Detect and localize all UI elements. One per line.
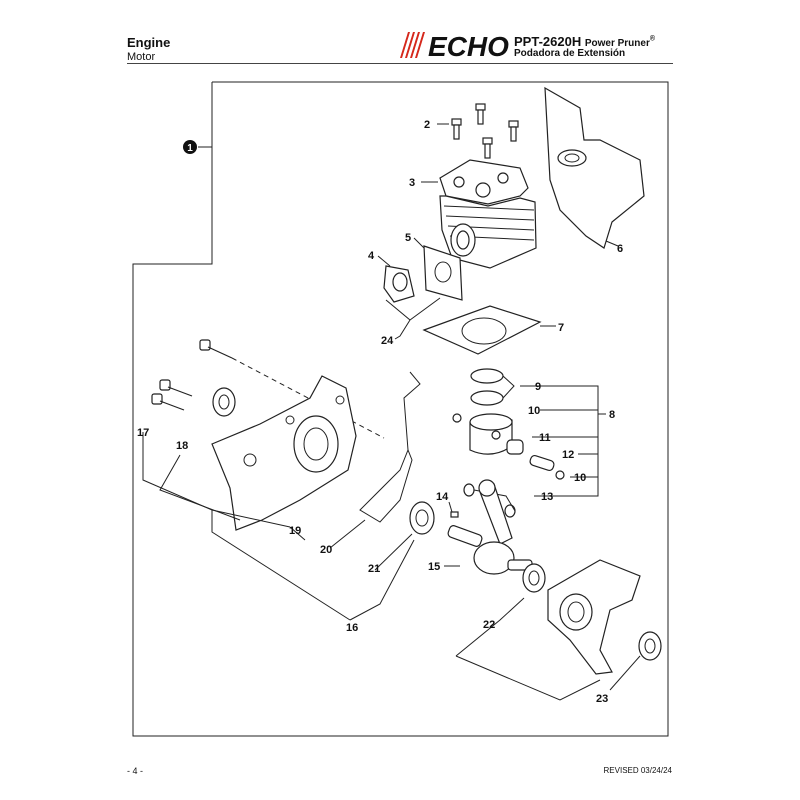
oil-seal-left	[212, 387, 236, 417]
callout-7: 7	[558, 322, 564, 334]
callout-24: 24	[381, 335, 394, 347]
crankshaft	[447, 479, 533, 575]
heat-shield	[544, 86, 645, 249]
callout-8: 8	[609, 409, 615, 421]
callout-9: 9	[535, 381, 541, 393]
insulator	[377, 255, 415, 303]
callout-14: 14	[436, 491, 449, 503]
callout-5: 5	[405, 232, 411, 244]
brand-wordmark: ECHO	[428, 31, 509, 60]
revision-date: REVISED 03/24/24	[603, 766, 672, 775]
registered-mark: ®	[649, 35, 656, 43]
assembly-frame	[132, 81, 669, 737]
callout-15: 15	[428, 561, 440, 573]
product-name-es: Podadora de Extensión	[514, 48, 626, 59]
main-bearing-left	[409, 501, 435, 535]
section-title-es: Motor	[127, 51, 156, 63]
callout-19: 19	[289, 525, 301, 537]
thrust-washer	[504, 504, 516, 518]
model-number: PPT-2620H	[514, 34, 582, 49]
callout-23: 23	[596, 693, 608, 705]
header-rule	[127, 63, 673, 64]
callout-18: 18	[176, 440, 188, 452]
circlip	[452, 413, 462, 423]
assembly-marker-disc	[183, 140, 197, 154]
callout-11: 11	[539, 432, 551, 444]
piston-pin	[529, 454, 555, 472]
callout-21: 21	[368, 563, 380, 575]
callout-6: 6	[617, 243, 623, 255]
crankcase-left	[211, 375, 357, 531]
crankcase-right	[547, 559, 641, 675]
woodruff-key	[450, 511, 459, 518]
cylinder-screws	[437, 103, 519, 159]
piston-rings	[470, 368, 515, 406]
callout-10b: 10	[574, 472, 586, 484]
thrust-washer	[463, 483, 475, 497]
crankcase-gasket	[359, 448, 413, 523]
callout-17: 17	[137, 427, 149, 439]
model-title: PPT-2620H Power Pruner®	[514, 34, 655, 49]
callout-3: 3	[409, 177, 415, 189]
callout-2: 2	[424, 119, 430, 131]
callout-10a: 10	[528, 405, 540, 417]
assembly-marker: 1	[187, 143, 193, 154]
product-name: Power Pruner	[584, 38, 650, 49]
echo-logo: ECHO	[400, 31, 509, 60]
page-number: - 4 -	[127, 766, 144, 776]
circlip	[555, 470, 565, 480]
cylinder-gasket	[422, 305, 556, 355]
callout-12: 12	[562, 449, 574, 461]
section-heading: Engine Motor	[127, 36, 170, 64]
main-bearing-right	[522, 563, 546, 593]
callout-16: 16	[346, 622, 358, 634]
needle-bearing	[506, 439, 524, 455]
callout-13: 13	[541, 491, 553, 503]
callout-22: 22	[483, 619, 495, 631]
callout-20: 20	[320, 544, 332, 556]
crankcase-bolts	[151, 339, 385, 439]
oil-seal-right	[638, 631, 662, 661]
piston	[469, 413, 513, 455]
section-title: Engine	[127, 35, 171, 50]
cylinder	[421, 159, 537, 269]
intake-gasket	[413, 237, 463, 301]
callout-4: 4	[368, 250, 375, 262]
